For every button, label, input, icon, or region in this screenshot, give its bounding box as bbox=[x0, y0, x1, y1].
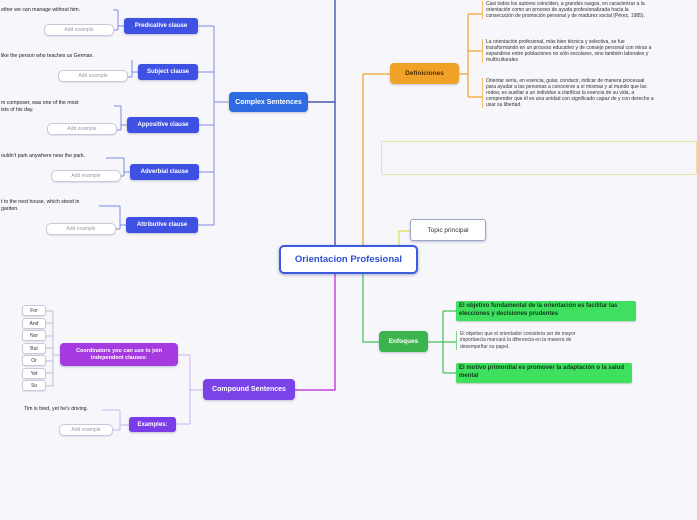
enfoque-note-highlighted[interactable]: El motivo primordial es promover la adap… bbox=[456, 363, 632, 383]
coordinator-bracket-lines bbox=[46, 310, 60, 387]
add-example-button[interactable]: Add example bbox=[51, 170, 121, 182]
add-example-button[interactable]: Add example bbox=[46, 223, 116, 235]
complex-sentences-node[interactable]: Complex Sentences bbox=[229, 92, 308, 112]
coordinator-item[interactable]: Yet bbox=[22, 368, 46, 379]
add-example-button[interactable]: Add example bbox=[47, 123, 117, 135]
clause-example-text[interactable]: m composer, was one of the most ists of … bbox=[1, 100, 79, 113]
topic-principal-line bbox=[398, 230, 410, 245]
enfoques-branch-lines bbox=[362, 274, 456, 374]
complex-trunk-line bbox=[308, 0, 336, 245]
compound-sentences-node[interactable]: Compound Sentences bbox=[203, 379, 295, 400]
definicion-note[interactable]: Casi todos los autores coinciden, a gran… bbox=[482, 1, 654, 19]
compound-trunk-line bbox=[295, 274, 336, 391]
central-topic[interactable]: Orientacion Profesional bbox=[279, 245, 418, 274]
clause-node-subject[interactable]: Subject clause bbox=[138, 64, 198, 80]
definicion-note[interactable]: La orientación profesional, más bien téc… bbox=[482, 39, 654, 63]
clause-example-text[interactable]: like the person who teaches us German. bbox=[1, 53, 94, 59]
definiciones-branch-lines bbox=[362, 13, 482, 245]
clause-node-attributive[interactable]: Attributive clause bbox=[126, 217, 198, 233]
compound-example-text[interactable]: Tim is tired, yet he's driving. bbox=[24, 406, 88, 412]
add-example-button[interactable]: Add example bbox=[58, 70, 128, 82]
clause-node-predicative[interactable]: Predicative clause bbox=[124, 18, 198, 34]
coordinator-item[interactable]: For bbox=[22, 305, 46, 316]
clause-example-text[interactable]: ouldn't park anywhere near the park. bbox=[1, 153, 86, 159]
definicion-note[interactable]: Orientar sería, en esencia, guiar, condu… bbox=[482, 78, 654, 108]
clause-example-text[interactable]: t to the next house, which stood in gard… bbox=[1, 199, 80, 212]
enfoque-note[interactable]: El objetivo que el orientador considera … bbox=[456, 331, 600, 350]
topic-principal-node[interactable]: Topic principal bbox=[410, 219, 486, 241]
enfoque-note-highlighted[interactable]: El objetivo fundamental de la orientació… bbox=[456, 301, 636, 321]
examples-node[interactable]: Examples: bbox=[129, 417, 176, 432]
coordinator-item[interactable]: Nor bbox=[22, 330, 46, 341]
definiciones-node[interactable]: Definiciones bbox=[390, 63, 459, 84]
clause-node-adverbial[interactable]: Adverbial clause bbox=[130, 164, 199, 180]
coordinator-item[interactable]: But bbox=[22, 343, 46, 354]
coordinator-item[interactable]: Or bbox=[22, 355, 46, 366]
clause-example-text[interactable]: ether we can manage without him. bbox=[1, 7, 81, 13]
enfoques-node[interactable]: Enfoques bbox=[379, 331, 428, 352]
empty-topic-outline[interactable] bbox=[381, 141, 697, 175]
coordinators-node[interactable]: Coordinators you can use to join indepen… bbox=[60, 343, 178, 366]
add-example-button[interactable]: Add example bbox=[44, 24, 114, 36]
coordinator-item[interactable]: So bbox=[22, 380, 46, 391]
clause-node-appositive[interactable]: Appositive clause bbox=[127, 117, 199, 133]
coordinator-item[interactable]: And bbox=[22, 318, 46, 329]
add-example-button[interactable]: Add example bbox=[59, 424, 113, 436]
